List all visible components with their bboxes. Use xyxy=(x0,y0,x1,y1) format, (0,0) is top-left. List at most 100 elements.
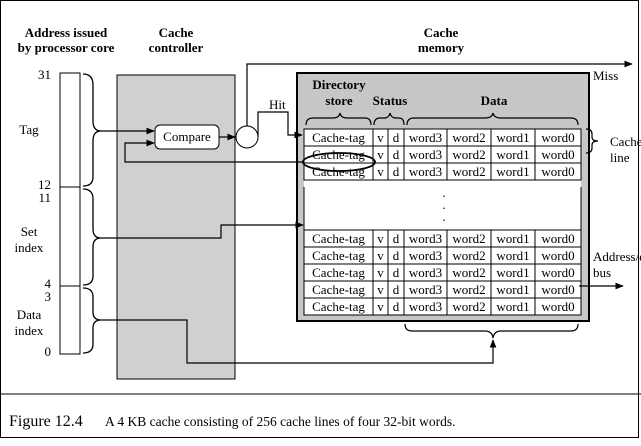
bit-0-label: 0 xyxy=(45,344,52,359)
word1-cell: word1 xyxy=(496,299,529,314)
word3-cell: word3 xyxy=(409,147,442,162)
cache-controller-block xyxy=(116,74,236,380)
word3-cell: word3 xyxy=(409,265,442,280)
word0-cell: word0 xyxy=(541,299,574,314)
valid-bit-cell: v xyxy=(377,231,384,246)
ellipsis-dot-3: . xyxy=(442,209,445,224)
compare-label: Compare xyxy=(163,129,211,144)
word1-cell: word1 xyxy=(496,130,529,145)
cache-tag-cell: Cache-tag xyxy=(312,282,365,297)
memory-heading-line1: Cache xyxy=(424,25,459,40)
data-index-label-line2: index xyxy=(15,323,44,338)
word3-cell: word3 xyxy=(409,130,442,145)
cache-line-label-line1: Cache xyxy=(610,134,641,149)
comparator-circle xyxy=(235,125,259,149)
word2-cell: word2 xyxy=(452,265,485,280)
set-index-label-line2: index xyxy=(15,240,44,255)
cache-line-label-line2: line xyxy=(610,150,630,165)
word2-cell: word2 xyxy=(452,231,485,246)
cache-tag-cell: Cache-tag xyxy=(312,147,365,162)
stored-tag-to-compare-arrow xyxy=(124,139,303,163)
dirty-bit-cell: d xyxy=(393,299,400,314)
word0-cell: word0 xyxy=(541,231,574,246)
bit-11-label: 11 xyxy=(38,190,51,205)
bit-12-label: 12 xyxy=(38,177,51,192)
processor-heading-line1: Address issued xyxy=(25,25,108,40)
set-index-brace xyxy=(82,188,102,286)
word0-cell: word0 xyxy=(541,265,574,280)
valid-bit-cell: v xyxy=(377,164,384,179)
cache-tag-cell: Cache-tag xyxy=(312,130,365,145)
memory-heading-line2: memory xyxy=(418,40,465,55)
word0-cell: word0 xyxy=(541,130,574,145)
directory-store-label-line1: Directory xyxy=(312,77,366,92)
set-index-label-line1: Set xyxy=(21,224,38,239)
word0-cell: word0 xyxy=(541,147,574,162)
hit-arrow xyxy=(257,111,303,139)
valid-bit-cell: v xyxy=(377,130,384,145)
word0-cell: word0 xyxy=(541,164,574,179)
ellipsis-dot-1: . xyxy=(442,185,445,200)
valid-bit-cell: v xyxy=(377,299,384,314)
caption-number: Figure 12.4 xyxy=(9,413,83,430)
status-brace xyxy=(373,112,405,126)
status-label: Status xyxy=(373,93,408,108)
miss-label: Miss xyxy=(593,68,618,83)
bit-4-label: 4 xyxy=(45,276,52,291)
valid-bit-cell: v xyxy=(377,248,384,263)
word2-cell: word2 xyxy=(452,164,485,179)
dirty-bit-cell: d xyxy=(393,147,400,162)
directory-store-brace xyxy=(305,112,372,126)
word0-cell: word0 xyxy=(541,282,574,297)
word3-cell: word3 xyxy=(409,164,442,179)
tag-brace xyxy=(82,73,102,187)
cache-tag-cell: Cache-tag xyxy=(312,265,365,280)
word1-cell: word1 xyxy=(496,231,529,246)
valid-bit-cell: v xyxy=(377,265,384,280)
processor-heading-line2: by processor core xyxy=(18,40,115,55)
hit-label: Hit xyxy=(269,97,286,112)
word2-cell: word2 xyxy=(452,130,485,145)
dirty-bit-cell: d xyxy=(393,231,400,246)
word-select-brace xyxy=(404,323,579,339)
valid-bit-cell: v xyxy=(377,282,384,297)
controller-heading-line1: Cache xyxy=(159,25,194,40)
word3-cell: word3 xyxy=(409,282,442,297)
address-bus-label-line1: Address/data xyxy=(593,249,641,264)
dirty-bit-cell: d xyxy=(393,130,400,145)
bit-3-label: 3 xyxy=(45,289,52,304)
word1-cell: word1 xyxy=(496,164,529,179)
address-register xyxy=(59,72,81,355)
tag-field-label: Tag xyxy=(19,122,39,137)
data-index-label-line1: Data xyxy=(17,307,42,322)
word1-cell: word1 xyxy=(496,248,529,263)
dirty-bit-cell: d xyxy=(393,282,400,297)
dirty-bit-cell: d xyxy=(393,164,400,179)
word3-cell: word3 xyxy=(409,231,442,246)
valid-bit-cell: v xyxy=(377,147,384,162)
caption-text: A 4 KB cache consisting of 256 cache lin… xyxy=(105,414,456,429)
word2-cell: word2 xyxy=(452,147,485,162)
data-label: Data xyxy=(481,93,508,108)
dirty-bit-cell: d xyxy=(393,248,400,263)
word0-cell: word0 xyxy=(541,248,574,263)
miss-arrow xyxy=(246,60,633,126)
cache-tag-cell: Cache-tag xyxy=(312,299,365,314)
cache-tag-cell: Cache-tag xyxy=(312,231,365,246)
address-bus-label-line2: bus xyxy=(593,265,611,280)
bit-31-label: 31 xyxy=(38,67,51,82)
dirty-bit-cell: d xyxy=(393,265,400,280)
word3-cell: word3 xyxy=(409,299,442,314)
word2-cell: word2 xyxy=(452,282,485,297)
